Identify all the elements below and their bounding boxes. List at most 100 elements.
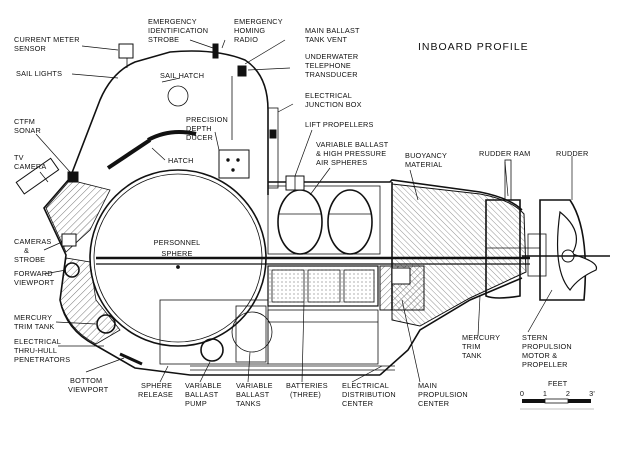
- label-variable-ballast-tanks: VARIABLE BALLAST TANKS: [236, 381, 273, 408]
- label-batteries: BATTERIES (THREE): [286, 381, 328, 399]
- label-ctfm-sonar: CTFM SONAR: [14, 117, 41, 135]
- label-main-propulsion-center: MAIN PROPULSION CENTER: [418, 381, 468, 408]
- svg-text:MATERIAL: MATERIAL: [405, 160, 443, 169]
- svg-text:TRANSDUCER: TRANSDUCER: [305, 70, 358, 79]
- ctfm-sonar-unit: [67, 171, 79, 183]
- svg-text:AIR SPHERES: AIR SPHERES: [316, 158, 367, 167]
- variable-ballast-tanks: [159, 299, 379, 365]
- svg-text:MERCURY: MERCURY: [462, 333, 500, 342]
- svg-text:VARIABLE BALLAST: VARIABLE BALLAST: [316, 140, 389, 149]
- svg-text:TANK VENT: TANK VENT: [305, 35, 348, 44]
- svg-text:RELEASE: RELEASE: [138, 390, 173, 399]
- svg-text:TELEPHONE: TELEPHONE: [305, 61, 351, 70]
- svg-text:&: &: [24, 246, 29, 255]
- scale-bar: FEET 0 1 2 3': [520, 379, 595, 410]
- emergency-homing-radio: [118, 43, 134, 59]
- tv-camera-body: [15, 157, 60, 195]
- svg-text:HOMING: HOMING: [234, 26, 265, 35]
- svg-text:ELECTRICAL: ELECTRICAL: [342, 381, 389, 390]
- sail-porthole: [167, 85, 189, 107]
- svg-text:LIFT PROPELLERS: LIFT PROPELLERS: [305, 120, 374, 129]
- svg-text:SENSOR: SENSOR: [14, 44, 46, 53]
- svg-text:RUDDER RAM: RUDDER RAM: [479, 149, 530, 158]
- svg-text:MAIN BALLAST: MAIN BALLAST: [305, 26, 360, 35]
- svg-text:RADIO: RADIO: [234, 35, 258, 44]
- mercury-trim-tank-fwd: [96, 314, 116, 334]
- label-electrical-distribution-center: ELECTRICAL DISTRIBUTION CENTER: [342, 381, 396, 408]
- label-rudder: RUDDER: [556, 149, 588, 158]
- svg-text:BOTTOM: BOTTOM: [70, 376, 102, 385]
- label-emergency-strobe: EMERGENCY IDENTIFICATION STROBE: [148, 17, 208, 44]
- label-buoyancy-material: BUOYANCY MATERIAL: [405, 151, 447, 169]
- svg-text:JUNCTION BOX: JUNCTION BOX: [305, 100, 362, 109]
- svg-text:STERN: STERN: [522, 333, 548, 342]
- label-bottom-viewport: BOTTOM VIEWPORT: [68, 376, 109, 394]
- scale-tick-0: 0: [520, 389, 524, 398]
- scale-tick-3: 3': [589, 389, 595, 398]
- svg-text:SPHERE: SPHERE: [161, 249, 192, 258]
- label-mercury-trim-tank-fwd: MERCURY TRIM TANK: [14, 313, 54, 331]
- svg-text:MERCURY: MERCURY: [14, 313, 52, 322]
- label-electrical-penetrators: ELECTRICAL THRU-HULL PENETRATORS: [14, 337, 70, 364]
- buoyancy-material-body: [391, 183, 527, 327]
- svg-text:VARIABLE: VARIABLE: [236, 381, 273, 390]
- bottom-viewport: [119, 352, 143, 366]
- svg-text:SPHERE: SPHERE: [141, 381, 172, 390]
- svg-text:VIEWPORT: VIEWPORT: [14, 278, 55, 287]
- svg-text:SAIL HATCH: SAIL HATCH: [160, 71, 204, 80]
- svg-text:EMERGENCY: EMERGENCY: [234, 17, 283, 26]
- svg-text:BUOYANCY: BUOYANCY: [405, 151, 447, 160]
- scale-tick-2: 2: [566, 389, 570, 398]
- scale-tick-1: 1: [543, 389, 547, 398]
- label-variable-ballast-spheres: VARIABLE BALLAST & HIGH PRESSURE AIR SPH…: [316, 140, 389, 167]
- svg-text:SAIL LIGHTS: SAIL LIGHTS: [16, 69, 62, 78]
- hatch-ring: [147, 130, 197, 142]
- label-hatch: HATCH: [168, 156, 193, 165]
- label-precision-depth-ducer: PRECISION DEPTH DUCER: [186, 115, 228, 142]
- svg-text:PRECISION: PRECISION: [186, 115, 228, 124]
- stern-assembly: [485, 159, 610, 301]
- svg-text:PENETRATORS: PENETRATORS: [14, 355, 70, 364]
- rudder: [539, 199, 587, 301]
- svg-text:EMERGENCY: EMERGENCY: [148, 17, 197, 26]
- scale-unit-label: FEET: [548, 379, 568, 388]
- svg-text:BALLAST: BALLAST: [185, 390, 219, 399]
- electrical-junction-box: [267, 107, 279, 189]
- svg-text:BATTERIES: BATTERIES: [286, 381, 328, 390]
- telephone-transducer: [237, 65, 247, 77]
- stern-propeller: [556, 210, 598, 291]
- svg-text:PROPULSION: PROPULSION: [418, 390, 468, 399]
- svg-text:PROPELLER: PROPELLER: [522, 360, 568, 369]
- svg-text:STROBE: STROBE: [14, 255, 45, 264]
- emergency-strobe-body: [212, 43, 219, 59]
- precision-depth-ducer-box: [218, 149, 250, 179]
- svg-text:CENTER: CENTER: [418, 399, 449, 408]
- svg-text:DUCER: DUCER: [186, 133, 213, 142]
- svg-text:BALLAST: BALLAST: [236, 390, 270, 399]
- label-stern-propulsion: STERN PROPULSION MOTOR & PROPELLER: [522, 333, 572, 369]
- leader-lines: [35, 39, 573, 383]
- rudder-ram: [504, 159, 512, 201]
- svg-text:(THREE): (THREE): [290, 390, 321, 399]
- label-sail-hatch: SAIL HATCH: [160, 71, 204, 80]
- svg-text:SONAR: SONAR: [14, 126, 41, 135]
- svg-text:MOTOR &: MOTOR &: [522, 351, 557, 360]
- label-variable-ballast-pump: VARIABLE BALLAST PUMP: [185, 381, 222, 408]
- label-main-ballast-vent: MAIN BALLAST TANK VENT: [305, 26, 360, 44]
- electrical-distribution-center: [391, 267, 411, 285]
- svg-text:TANKS: TANKS: [236, 399, 261, 408]
- svg-text:VIEWPORT: VIEWPORT: [68, 385, 109, 394]
- label-lift-propellers: LIFT PROPELLERS: [305, 120, 374, 129]
- svg-text:TANK: TANK: [462, 351, 482, 360]
- svg-text:PUMP: PUMP: [185, 399, 207, 408]
- svg-text:TV: TV: [14, 153, 24, 162]
- svg-text:RUDDER: RUDDER: [556, 149, 588, 158]
- label-current-meter-sensor: CURRENT METER SENSOR: [14, 35, 80, 53]
- label-sail-lights: SAIL LIGHTS: [16, 69, 62, 78]
- svg-text:PROPULSION: PROPULSION: [522, 342, 572, 351]
- label-sphere-release: SPHERE RELEASE: [138, 381, 173, 399]
- svg-text:STROBE: STROBE: [148, 35, 179, 44]
- label-cameras-strobe: CAMERAS & STROBE: [14, 237, 51, 264]
